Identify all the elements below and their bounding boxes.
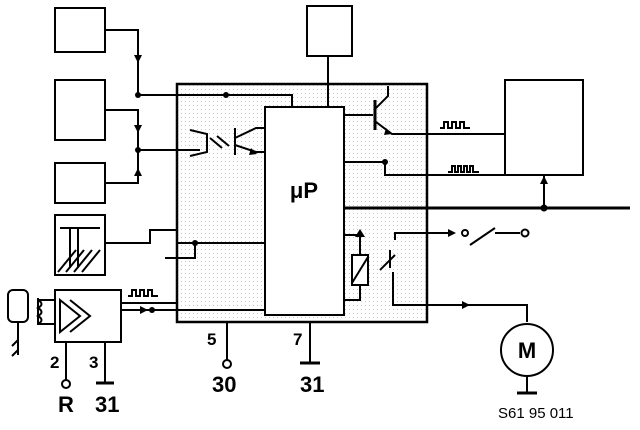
pin-5-label: 5: [207, 330, 216, 349]
terminal-31-main-label: 31: [300, 372, 324, 397]
top-module-box: [306, 5, 353, 57]
pin-3-label: 3: [89, 353, 98, 372]
reference-code: S61 95 011: [498, 405, 574, 422]
input-module-1: [54, 7, 106, 53]
key-fob: [7, 289, 29, 323]
terminal-31-left-label: 31: [95, 392, 119, 417]
microprocessor-label: μP: [290, 178, 318, 203]
output-module-box: [504, 79, 584, 176]
input-module-3: [54, 162, 106, 204]
amplifier-box: [54, 289, 122, 343]
terminal-30-label: 30: [212, 372, 236, 397]
input-module-2: [54, 79, 106, 141]
motor-label: M: [518, 338, 536, 363]
microprocessor-box: [264, 106, 345, 316]
pin-2-label: 2: [50, 353, 59, 372]
terminal-r-label: R: [58, 392, 74, 417]
pin-7-label: 7: [293, 330, 302, 349]
